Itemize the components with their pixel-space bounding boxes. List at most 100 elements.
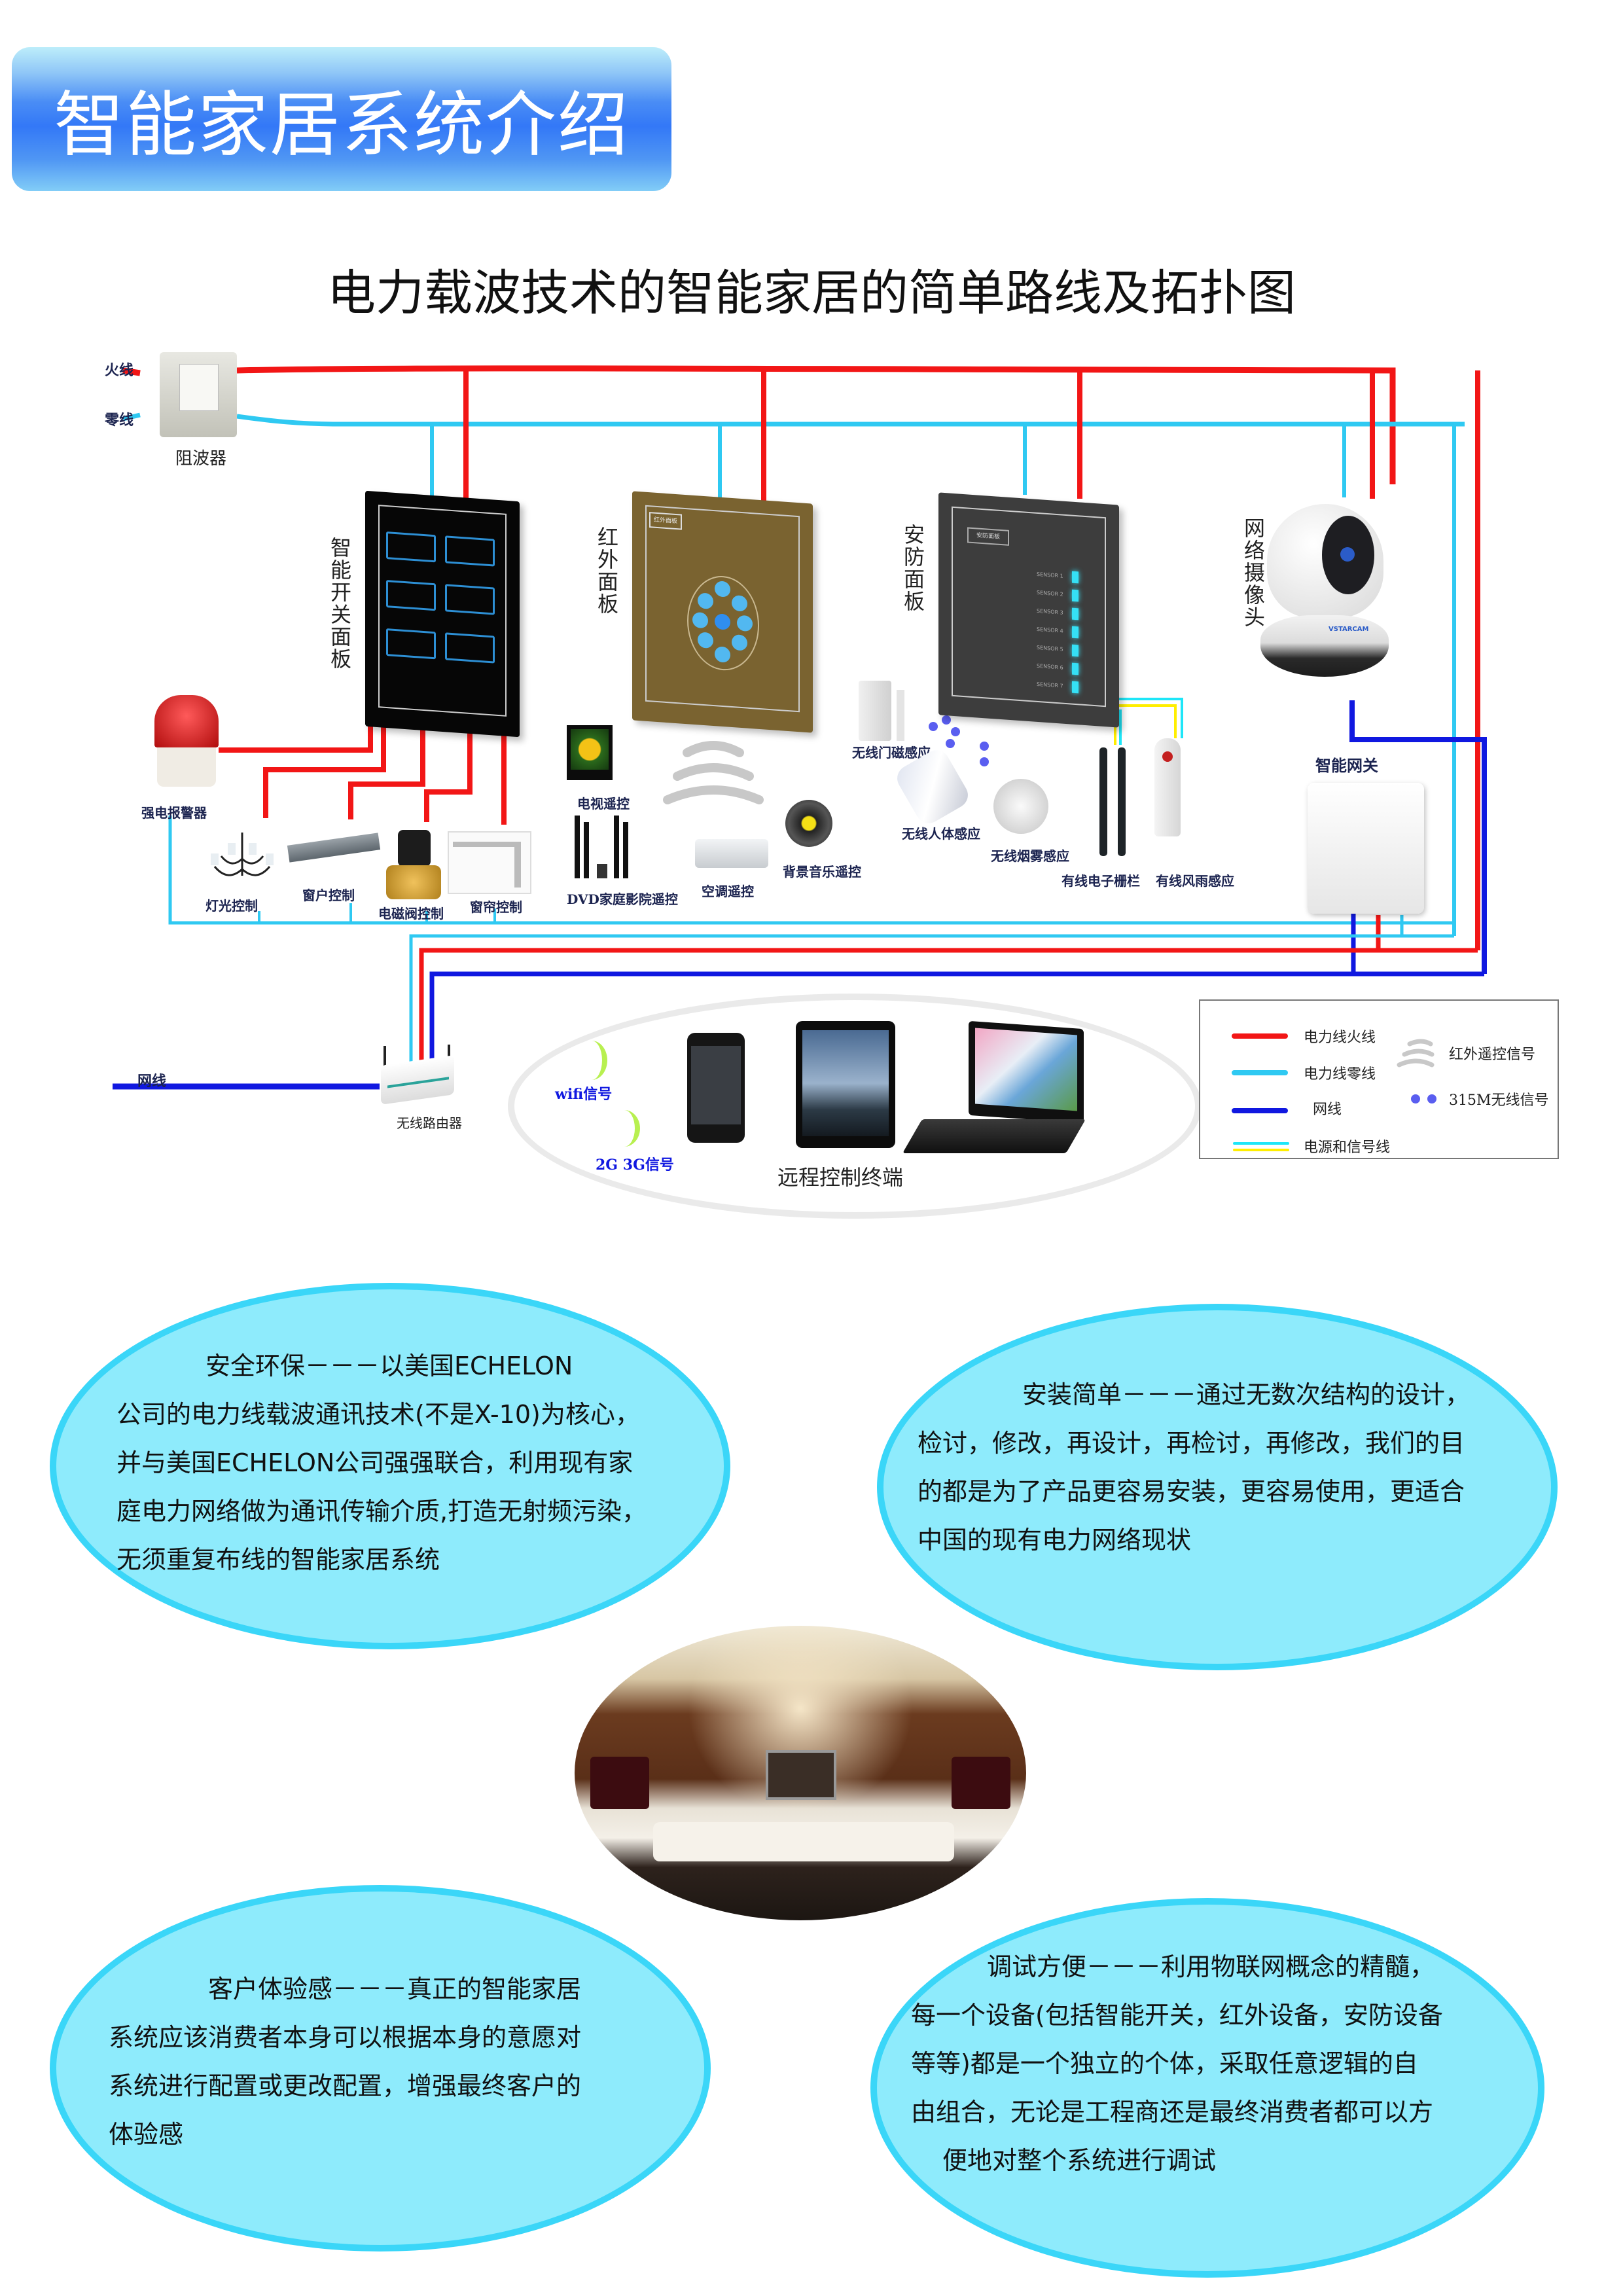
legend-swatch-neutral: [1232, 1070, 1288, 1075]
live-wire-label: 火线: [105, 362, 134, 379]
feature-text-install: 安装简单－－－通过无数次结构的设计， 检讨，修改，再设计，再检讨，再修改，我们的…: [918, 1371, 1470, 1564]
legend-ir-icon: [1397, 1039, 1435, 1067]
music-disc-icon: [785, 800, 832, 847]
room-lamp-left: [590, 1757, 649, 1809]
live-out-light: [263, 700, 386, 818]
live-out-window: [348, 707, 425, 819]
body-sensor-label: 无线人体感应: [902, 826, 980, 842]
music-remote-label: 背景音乐遥控: [783, 864, 861, 880]
neutral-bus-bottom: [168, 816, 1454, 925]
page-title: 智能家居系统介绍: [53, 84, 630, 166]
ir-panel-badge: 红外面板: [649, 512, 682, 530]
smoke-sensor-label: 无线烟雾感应: [991, 848, 1069, 864]
header-banner: 智能家居系统介绍: [12, 47, 671, 191]
router-label: 无线路由器: [397, 1115, 462, 1131]
home-theater-icon: [571, 816, 632, 881]
signal-cyan-wind: [1113, 683, 1183, 738]
bubble-line: 安全环保－－－以美国ECHELON: [205, 1352, 573, 1380]
bubble-line: 系统进行配置或更改配置，增强最终客户的: [109, 2072, 582, 2100]
remote-terminals-label: 远程控制终端: [777, 1165, 904, 1190]
live-out-valve: [424, 719, 473, 822]
sensor-led: [1072, 644, 1079, 657]
legend-swatch-signal-yellow: [1233, 1149, 1289, 1151]
live-out-alarm: [219, 692, 373, 753]
fence-sensor-label: 有线电子栅栏: [1061, 873, 1140, 889]
wireless-315m-dots: [929, 715, 989, 766]
bubble-line: 体验感: [109, 2120, 184, 2149]
wave-trap-device: [160, 352, 237, 437]
neutral-to-router: [409, 934, 1454, 1066]
bubble-line: 每一个设备(包括智能开关，红外设备，安防设备: [911, 2001, 1443, 2030]
air-conditioner-icon: [695, 839, 768, 868]
laptop-icon: [969, 1020, 1084, 1124]
curtain-motor-icon: [448, 831, 531, 894]
ir-panel-label: 红外面板: [594, 526, 619, 615]
ir-panel: 红外面板: [632, 491, 813, 733]
neutral-wire-label: 零线: [105, 412, 134, 429]
room-tv: [766, 1750, 836, 1800]
feature-bubble-experience: [50, 1885, 711, 2251]
fence-beam-right: [1118, 747, 1126, 856]
sensor-led: [1072, 589, 1079, 602]
ac-remote-label: 空调遥控: [702, 884, 754, 899]
wifi-signal-icon: [576, 1041, 607, 1080]
legend-label-live: 电力线火线: [1304, 1030, 1376, 1046]
camera-brand: VSTARCAM: [1329, 626, 1369, 633]
bubble-line: 等等)都是一个独立的个体，采取任意逻辑的自: [911, 2049, 1418, 2078]
feature-bubble-install: [877, 1304, 1558, 1670]
smartphone-icon: [687, 1033, 745, 1143]
sensor-led: [1072, 571, 1079, 584]
valve-control-label: 电磁阀控制: [378, 906, 444, 922]
bubble-line: 系统应该消费者本身可以根据本身的意愿对: [109, 2023, 582, 2052]
dvd-remote-label: DVD家庭影院遥控: [567, 891, 678, 907]
door-magnet: [897, 690, 904, 741]
switch-key: [386, 628, 436, 660]
solenoid-valve-icon: [398, 830, 431, 867]
wifi-signal-label: wifi信号: [555, 1086, 613, 1103]
legend-wireless-icon: [1411, 1094, 1436, 1103]
switch-key: [445, 584, 495, 615]
sensor-led: [1072, 607, 1079, 620]
diagram-title: 电力载波技术的智能家居的简单路线及拓扑图: [327, 265, 1296, 321]
smart-switch-panel: [365, 490, 520, 738]
curtain-control-label: 窗帘控制: [470, 899, 522, 915]
feature-text-debug: 调试方便－－－利用物联网概念的精髓， 每一个设备(包括智能开关，红外设备，安防设…: [911, 1943, 1443, 2185]
switch-key: [445, 535, 495, 567]
sensor-led: [1072, 662, 1079, 675]
switch-key: [445, 632, 495, 664]
bubble-line: 客户体验感－－－真正的智能家居: [208, 1975, 582, 2003]
legend-label-network: 网线: [1313, 1102, 1342, 1118]
tv-icon: [567, 725, 613, 780]
bubble-line: 调试方便－－－利用物联网概念的精髓，: [987, 1952, 1435, 1981]
legend-label-signal: 电源和信号线: [1304, 1139, 1391, 1156]
sensor-led: [1072, 626, 1079, 639]
network-wire-label: 网线: [137, 1073, 167, 1090]
bubble-line: 的都是为了产品更容易安装，更容易使用，更适合: [918, 1477, 1465, 1506]
legend-swatch-live: [1232, 1033, 1288, 1039]
alarm-label: 强电报警器: [141, 805, 207, 821]
camera-label: 网络摄像头: [1241, 517, 1266, 628]
feature-text-safety: 安全环保－－－以美国ECHELON 公司的电力线载波通讯技术(不是X-10)为核…: [116, 1342, 647, 1584]
bubble-line: 并与美国ECHELON公司强强联合，利用现有家: [116, 1448, 633, 1477]
neutral-wire-input: [122, 412, 141, 422]
sensor-led: [1072, 681, 1079, 694]
feature-bubble-debug: [870, 1898, 1544, 2278]
camera-base: VSTARCAM: [1260, 615, 1389, 677]
network-camera: [1349, 700, 1487, 974]
chandelier-icon: [208, 830, 276, 891]
legend-swatch-network: [1232, 1108, 1288, 1113]
security-panel-badge: 安防面板: [967, 527, 1009, 546]
door-sensor-label: 无线门磁感应: [852, 745, 931, 761]
network-to-router: [429, 971, 1484, 1067]
smoke-detector-icon: [993, 779, 1048, 834]
legend-label-neutral: 电力线零线: [1304, 1066, 1376, 1083]
network-camera: [1267, 504, 1383, 619]
remote-terminals-group: [508, 994, 1202, 1219]
bubble-line: 庭电力网络做为通讯传输介质,打造无射频污染，: [116, 1497, 647, 1526]
door-sensor-icon: [859, 681, 891, 741]
alarm-light-icon: [154, 695, 219, 747]
bubble-line: 由组合，无论是工程商还是最终消费者都可以方: [911, 2098, 1434, 2126]
tv-remote-label: 电视遥控: [577, 796, 630, 812]
ir-signal-waves: [663, 741, 764, 804]
